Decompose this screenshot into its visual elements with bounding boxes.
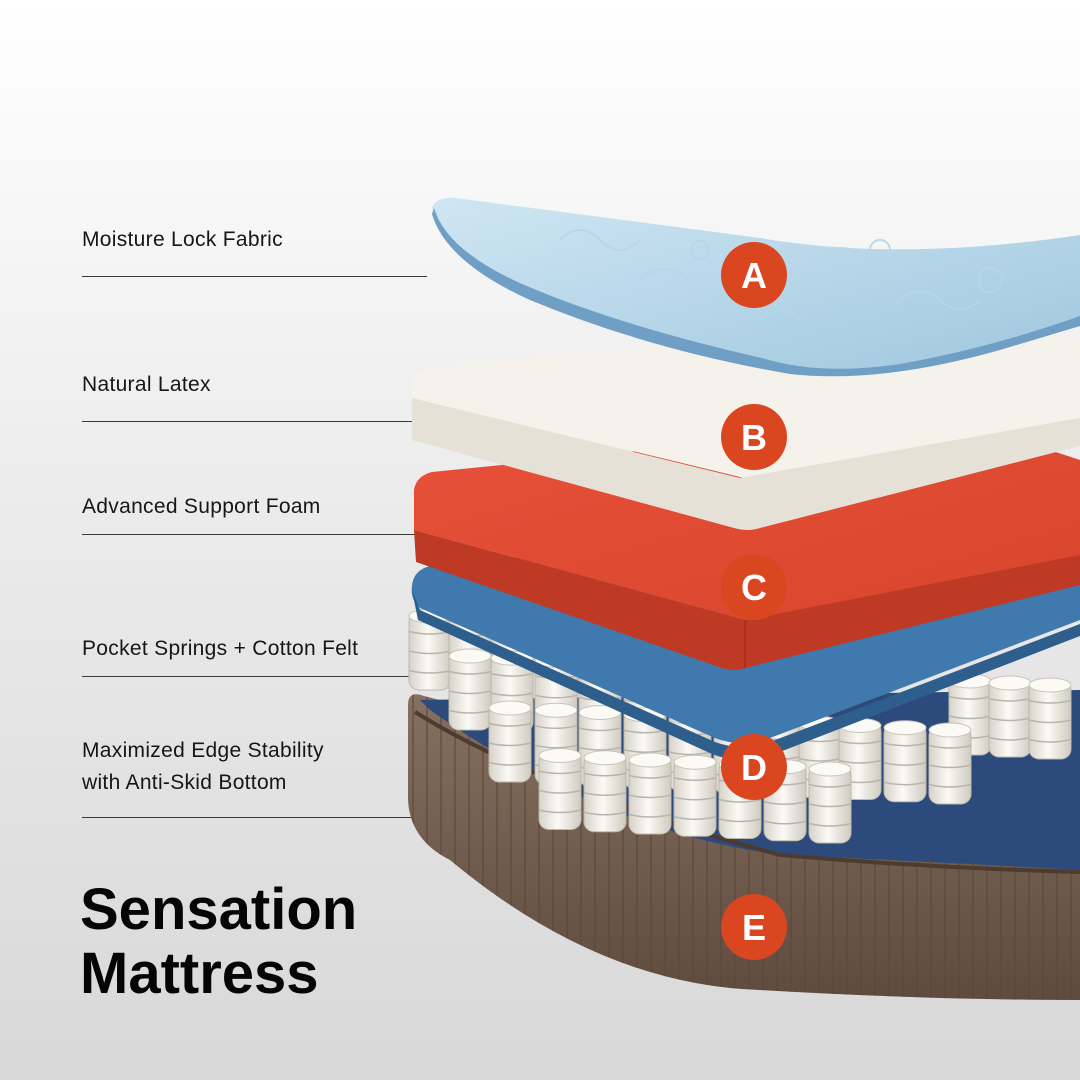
- badge-e: E: [721, 894, 787, 960]
- spring-coil: [583, 750, 627, 833]
- spring-coil: [928, 722, 972, 805]
- badge-a: A: [721, 242, 787, 308]
- layer-d-rule: [82, 676, 427, 677]
- layer-d-label: Pocket Springs + Cotton Felt: [82, 637, 359, 660]
- spring-coil: [448, 648, 492, 731]
- layer-a-label: Moisture Lock Fabric: [82, 228, 283, 251]
- title-line2: Mattress: [80, 941, 319, 1006]
- spring-coil: [628, 752, 672, 835]
- spring-coil: [488, 700, 532, 783]
- badge-b-text: B: [741, 417, 767, 458]
- layer-e-rule: [82, 817, 427, 818]
- badge-d: D: [721, 734, 787, 800]
- badge-c-text: C: [741, 567, 767, 608]
- layer-c-label: Advanced Support Foam: [82, 495, 321, 518]
- layer-b-rule: [82, 421, 427, 422]
- spring-coil: [1028, 677, 1072, 760]
- layer-e-label-line2: with Anti-Skid Bottom: [82, 771, 287, 794]
- title-line1: Sensation: [80, 877, 358, 942]
- badge-c: C: [721, 554, 787, 620]
- spring-coil: [808, 761, 852, 844]
- spring-coil: [988, 675, 1032, 758]
- layer-e-label-line1: Maximized Edge Stability: [82, 739, 324, 762]
- layer-c-rule: [82, 534, 427, 535]
- layer-a-rule: [82, 276, 427, 277]
- badge-a-text: A: [741, 255, 767, 296]
- badge-b: B: [721, 404, 787, 470]
- spring-coil: [538, 748, 582, 830]
- spring-coil: [883, 720, 927, 803]
- layer-b-label: Natural Latex: [82, 373, 211, 396]
- badge-d-text: D: [741, 747, 767, 788]
- badge-e-text: E: [742, 907, 766, 948]
- page-title: Sensation Mattress: [80, 878, 357, 1006]
- spring-coil: [673, 754, 717, 837]
